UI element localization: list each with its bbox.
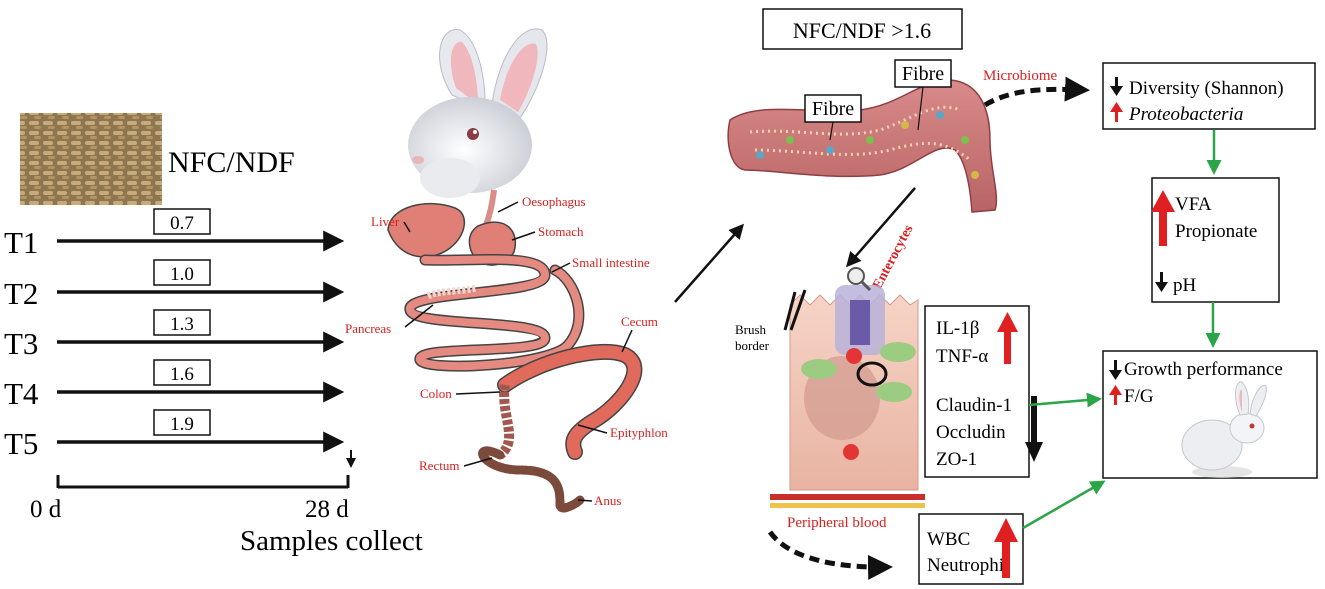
timeline-end: 28 d [305, 496, 349, 523]
microbiome-dashed-arrow [983, 76, 1090, 108]
diversity-box [1102, 62, 1316, 130]
cytokine-up-arrow [997, 312, 1018, 364]
label-pancreas: Pancreas [345, 321, 391, 336]
outcomes-panel: Diversity (Shannon) Proteobacteria VFA P… [1022, 62, 1318, 530]
ph-text: pH [1173, 275, 1197, 296]
group-row-t1: T1 0.7 [4, 208, 345, 260]
ratio-box [153, 309, 211, 336]
peripheral-blood-label: Peripheral blood [787, 515, 887, 531]
vfa-box [1151, 177, 1280, 303]
label-epityphlon: Epityphlon [610, 425, 668, 440]
brush-border-line-1: Brush [735, 322, 767, 337]
label-stomach: Stomach [538, 224, 584, 239]
cecum-to-gut-arrow [674, 223, 744, 303]
tj-zo1: ZO-1 [936, 449, 977, 470]
feed-pellets-image [20, 113, 162, 205]
cytokine-il1b: IL-1β [936, 318, 979, 339]
threshold-text: NFC/NDF >1.6 [793, 18, 931, 43]
fibre-label-1: Fibre [812, 98, 854, 120]
group-label: T1 [4, 225, 38, 260]
brush-border-label: Brush border [735, 322, 770, 353]
ratio-value: 1.9 [170, 414, 194, 435]
brush-border-pointer [783, 289, 807, 331]
tj-claudin: Claudin-1 [936, 395, 1012, 416]
microbiome-label: Microbiome [983, 68, 1057, 84]
label-colon: Colon [420, 386, 452, 401]
blood-vessel-red [770, 494, 925, 500]
proteobacteria-up-arrow [1110, 102, 1123, 122]
anatomy-labels: Oesophagus Liver Stomach Small intestine… [345, 194, 668, 508]
group-label: T3 [4, 326, 38, 361]
anatomy-panel: Oesophagus Liver Stomach Small intestine… [345, 28, 744, 513]
vfa-up-arrow [1151, 190, 1175, 246]
tight-junction-down-arrow [1025, 396, 1043, 462]
group-rows: T1 0.7T2 1.0T3 1.3T4 1.6T5 1.9 [4, 208, 345, 461]
group-row-t4: T4 1.6 [4, 359, 345, 411]
group-label: T5 [4, 426, 38, 461]
tj-occludin: Occludin [936, 422, 1006, 443]
timeline-start: 0 d [30, 496, 62, 523]
neutrophil-text: Neutrophil [927, 555, 1009, 576]
growth-box [1102, 350, 1318, 479]
ratio-box [153, 208, 211, 235]
fibre-box-1 [804, 94, 862, 123]
ratio-value: 1.3 [170, 314, 194, 335]
rabbit-illustration [1181, 381, 1267, 478]
growth-text: Growth performance [1124, 359, 1283, 380]
ratio-box [153, 359, 211, 386]
growth-down-arrow [1109, 360, 1122, 380]
cytokine-tnfa: TNF-α [936, 346, 988, 367]
label-cecum: Cecum [621, 314, 658, 329]
diversity-text: Diversity (Shannon) [1129, 78, 1284, 99]
blood-vessel-yellow [770, 503, 925, 508]
brush-border-line-2: border [735, 338, 770, 353]
group-row-t3: T3 1.3 [4, 309, 345, 361]
flow-arrow-wbc-growth [1022, 480, 1106, 530]
group-label: T2 [4, 276, 38, 311]
propionate-text: Propionate [1175, 221, 1257, 242]
diversity-down-arrow [1110, 77, 1123, 96]
cytokine-box [924, 305, 1030, 478]
digestive-tract-illustration [387, 189, 643, 513]
group-row-t2: T2 1.0 [4, 259, 345, 311]
blood-dashed-arrow [767, 530, 893, 580]
vfa-text: VFA [1175, 194, 1212, 215]
label-oesophagus: Oesophagus [522, 194, 586, 209]
group-row-t5: T5 1.9 [4, 409, 345, 461]
fg-text: F/G [1124, 386, 1154, 407]
fg-up-arrow [1109, 385, 1122, 405]
fibre-label-2: Fibre [902, 63, 944, 85]
wbc-up-arrow [994, 518, 1018, 578]
ratio-box [153, 409, 211, 436]
feed-ratio-label: NFC/NDF [168, 146, 295, 179]
group-label: T4 [4, 376, 39, 411]
gut-segment-illustration [727, 79, 998, 213]
ph-down-arrow [1155, 272, 1168, 292]
ratio-box [153, 259, 211, 286]
label-liver: Liver [371, 214, 400, 229]
flow-arrow-cytokine-growth [1028, 392, 1102, 408]
feed-panel: NFC/NDF T1 0.7T2 1.0T3 1.3T4 1.6T5 1.9 0 d 28… [4, 113, 423, 557]
timeline: 0 d 28 d Samples collect [30, 450, 423, 557]
cell-panel: Brush border Peripheral blood IL-1β TNF-… [735, 267, 1043, 585]
gut-to-cell-arrow [846, 187, 916, 268]
timeline-caption: Samples collect [240, 525, 423, 557]
label-rectum: Rectum [419, 458, 459, 473]
ratio-value: 1.6 [170, 364, 194, 385]
proteobacteria-text: Proteobacteria [1128, 104, 1243, 125]
enterocyte-illustration [789, 267, 919, 491]
ratio-value: 1.0 [170, 264, 194, 285]
threshold-box [762, 8, 963, 50]
gut-panel: NFC/NDF >1.6 Fibre Fibre Microbiome Ente… [727, 8, 1090, 292]
rabbit-head-illustration [408, 28, 548, 198]
label-small-intestine: Small intestine [572, 255, 650, 270]
wbc-text: WBC [927, 529, 970, 550]
label-anus: Anus [594, 493, 621, 508]
ratio-value: 0.7 [170, 213, 194, 234]
